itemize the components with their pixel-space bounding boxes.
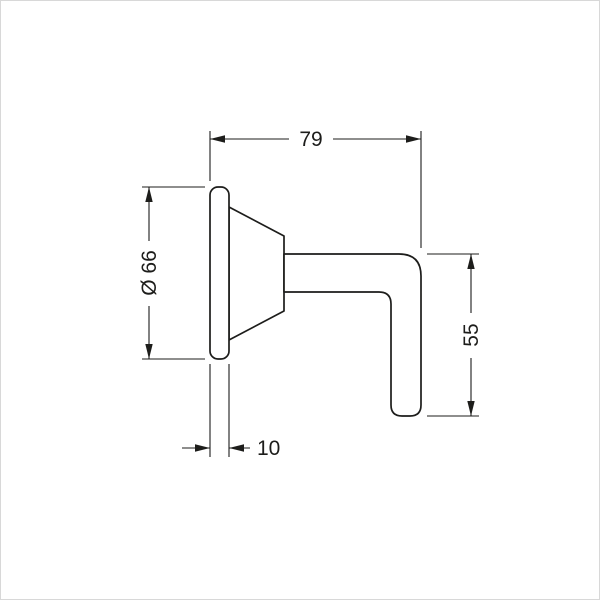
dimension-diameter: Ø 66 xyxy=(138,186,205,360)
valve-cone-profile xyxy=(228,206,285,341)
arrowhead-up-icon xyxy=(467,254,475,269)
arrowhead-right-icon xyxy=(406,135,421,143)
dimension-depth: 79 xyxy=(209,128,422,248)
escutcheon-plate-profile xyxy=(209,186,230,360)
dim-label-plate-thickness: 10 xyxy=(257,437,280,460)
arrowhead-left-icon xyxy=(210,135,225,143)
arrowhead-down-icon xyxy=(145,344,153,359)
dimension-handle-length: 55 xyxy=(427,253,483,417)
dim-label-diameter: Ø 66 xyxy=(138,250,161,296)
dim-label-depth: 79 xyxy=(299,128,322,151)
arrowhead-left-icon xyxy=(229,444,244,452)
arrowhead-down-icon xyxy=(467,401,475,416)
valve-trim-figure xyxy=(209,186,422,417)
dimension-plate-thickness: 10 xyxy=(182,364,280,460)
lever-handle-profile xyxy=(283,253,422,417)
arrowhead-up-icon xyxy=(145,187,153,202)
dim-label-handle-length: 55 xyxy=(460,323,483,346)
arrowhead-right-icon xyxy=(195,444,210,452)
